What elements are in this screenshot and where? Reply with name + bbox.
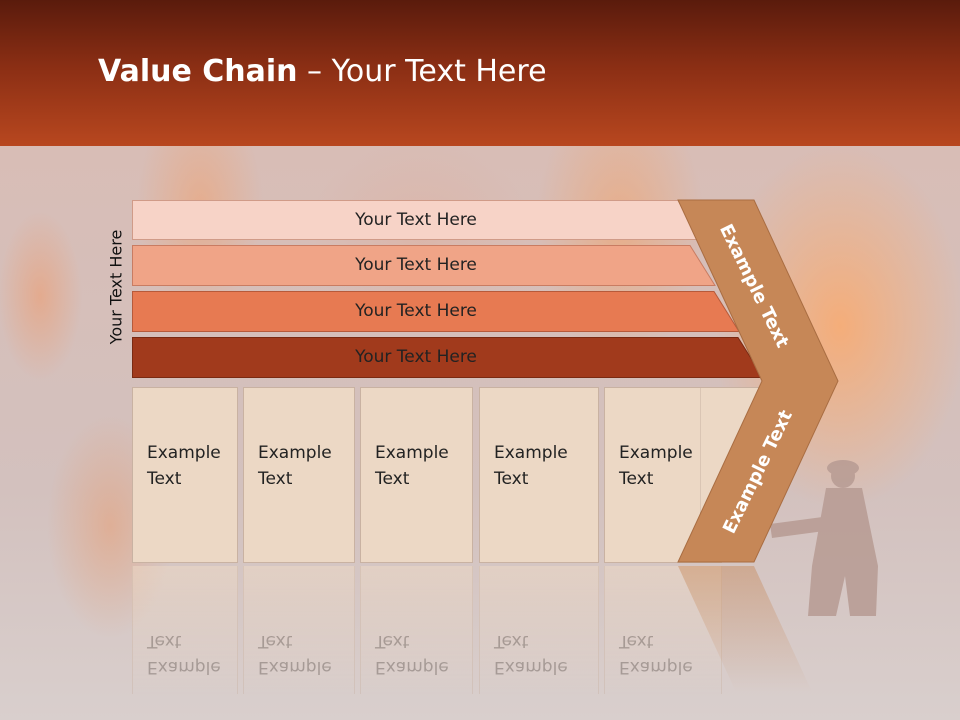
reflection-2-line2: Text bbox=[258, 631, 293, 651]
column-reflection-3: Example Text bbox=[360, 566, 473, 694]
value-bar-2[interactable]: Your Text Here bbox=[132, 245, 716, 286]
value-bar-2-shape bbox=[132, 245, 716, 286]
column-4-line2: Text bbox=[494, 469, 529, 489]
column-5-line1: Example bbox=[619, 443, 693, 463]
column-5-line2: Text bbox=[619, 469, 654, 489]
value-bar-4[interactable]: Your Text Here bbox=[132, 337, 764, 378]
value-bar-2-fill bbox=[132, 245, 716, 286]
slide-title: Value Chain – Your Text Here bbox=[98, 54, 547, 89]
reflection-1-line1: Example bbox=[147, 657, 221, 677]
reflection-4-line1: Example bbox=[494, 657, 568, 677]
column-reflection-4: Example Text bbox=[479, 566, 599, 694]
title-bar bbox=[0, 0, 960, 146]
column-reflection-2: Example Text bbox=[243, 566, 355, 694]
value-bar-3[interactable]: Your Text Here bbox=[132, 291, 740, 332]
firefighter-silhouette bbox=[770, 460, 878, 616]
chevron-arrow-fill bbox=[677, 199, 839, 563]
column-3-line2: Text bbox=[375, 469, 410, 489]
value-bar-1[interactable]: Your Text Here bbox=[132, 200, 702, 240]
chevron-arrow[interactable] bbox=[672, 198, 842, 568]
column-4-line1: Example bbox=[494, 443, 568, 463]
column-2-line2: Text bbox=[258, 469, 293, 489]
side-axis-label-text: Your Text Here bbox=[106, 229, 126, 345]
chevron-reflection bbox=[678, 566, 812, 692]
slide-title-bold: Value Chain bbox=[98, 54, 298, 89]
column-3-line1: Example bbox=[375, 443, 449, 463]
value-bar-2-label: Your Text Here bbox=[355, 255, 477, 275]
column-reflection-1: Example Text bbox=[132, 566, 238, 694]
value-bar-3-label: Your Text Here bbox=[355, 301, 477, 321]
column-1-line1: Example bbox=[147, 443, 221, 463]
column-1-line2: Text bbox=[147, 469, 182, 489]
value-bar-4-label: Your Text Here bbox=[355, 347, 477, 367]
reflection-5-line2: Text bbox=[619, 631, 654, 651]
reflection-3-line1: Example bbox=[375, 657, 449, 677]
reflection-4-line2: Text bbox=[494, 631, 529, 651]
value-bar-1-label: Your Text Here bbox=[355, 210, 477, 230]
reflection-1-line2: Text bbox=[147, 631, 182, 651]
chevron-reflection-fill bbox=[678, 566, 812, 692]
reflection-3-line2: Text bbox=[375, 631, 410, 651]
column-2-line1: Example bbox=[258, 443, 332, 463]
slide-title-rest: – Your Text Here bbox=[297, 54, 547, 89]
reflection-2-line1: Example bbox=[258, 657, 332, 677]
